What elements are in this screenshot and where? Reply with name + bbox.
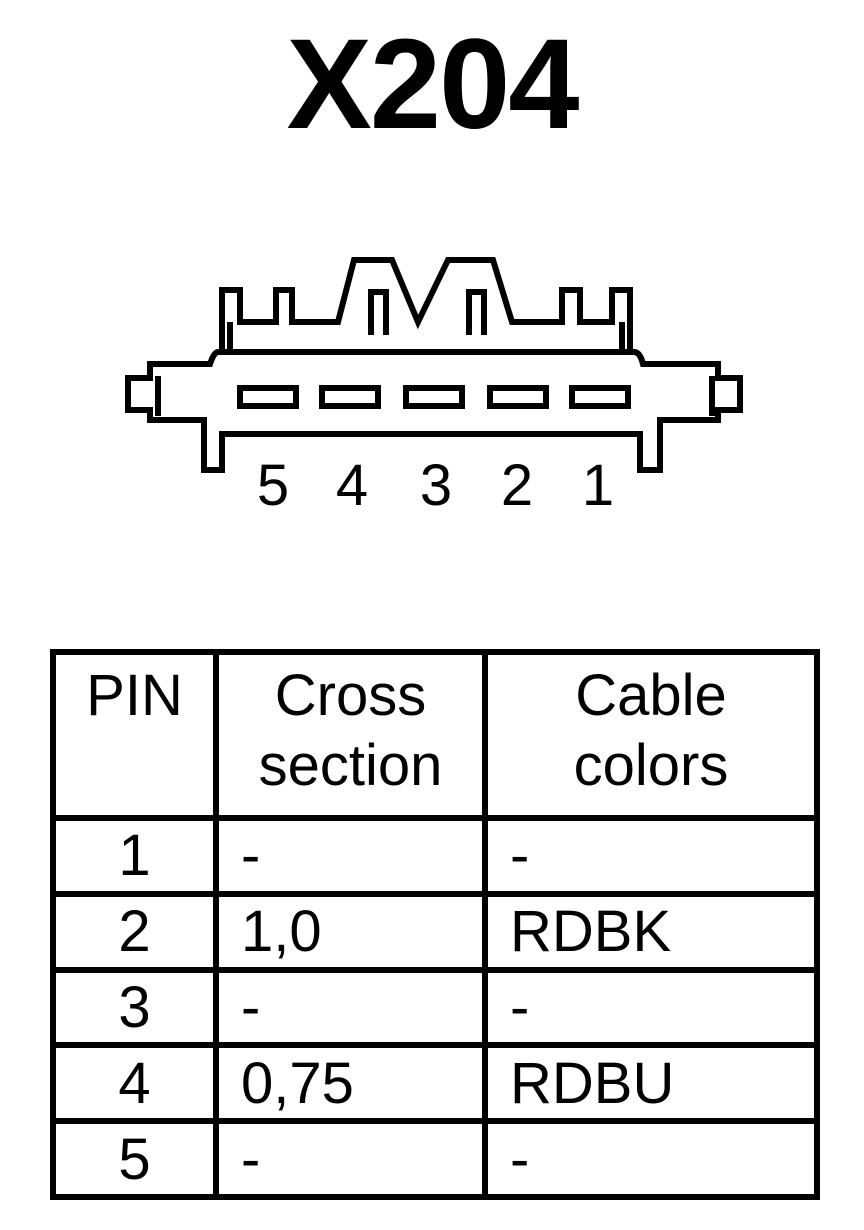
pinout-table: PIN Cross section Cable colors 1 - - 2 1… [50, 649, 820, 1200]
pin-number: 3 [50, 966, 219, 1049]
connector-slot-left [368, 289, 389, 335]
cross-section-value: - [213, 1118, 488, 1200]
cross-section-value: - [213, 966, 488, 1049]
table-header-row: PIN Cross section Cable colors [50, 649, 820, 821]
table-row: 5 - - [50, 1118, 820, 1200]
table-row: 3 - - [50, 966, 820, 1049]
pin-number: 2 [50, 890, 219, 973]
pin-cavity-5 [237, 385, 299, 409]
pin-number: 5 [50, 1118, 219, 1200]
connector-title: X204 [286, 13, 580, 156]
header-cable-colors-line1: Cable [575, 663, 727, 728]
connector-slot-right [466, 289, 487, 335]
header-cross-section-line1: Cross [274, 663, 427, 728]
pin-cavity-4 [319, 385, 381, 409]
pin-cavity-3 [403, 385, 465, 409]
header-cable-colors: Cable colors [482, 649, 820, 821]
header-cross-section: Cross section [213, 649, 488, 821]
pin-label: 5 [257, 453, 289, 518]
connector-body-outline [125, 349, 743, 473]
pin-number: 1 [50, 815, 219, 897]
cross-section-value: 1,0 [213, 890, 488, 973]
cable-color-value: RDBK [482, 890, 820, 973]
pin-cavity-2 [487, 385, 549, 409]
pin-label: 3 [420, 453, 452, 518]
cable-color-value: - [482, 815, 820, 897]
table-row: 4 0,75 RDBU [50, 1042, 820, 1125]
header-pin-label: PIN [86, 663, 183, 728]
header-cable-colors-line2: colors [573, 733, 729, 798]
connector-latch-outline [219, 257, 633, 350]
pin-label: 4 [336, 453, 368, 518]
pin-label: 1 [582, 453, 614, 518]
cable-color-value: - [482, 966, 820, 1049]
table-row: 1 - - [50, 815, 820, 897]
pin-number: 4 [50, 1042, 219, 1125]
cable-color-value: - [482, 1118, 820, 1200]
cross-section-value: - [213, 815, 488, 897]
header-pin: PIN [50, 649, 219, 821]
cross-section-value: 0,75 [213, 1042, 488, 1125]
pin-label: 2 [501, 453, 533, 518]
connector-drawing: 5 4 3 2 1 [125, 257, 743, 518]
cable-color-value: RDBU [482, 1042, 820, 1125]
header-cross-section-line2: section [258, 733, 443, 798]
table-row: 2 1,0 RDBK [50, 890, 820, 973]
pin-cavity-1 [569, 385, 631, 409]
